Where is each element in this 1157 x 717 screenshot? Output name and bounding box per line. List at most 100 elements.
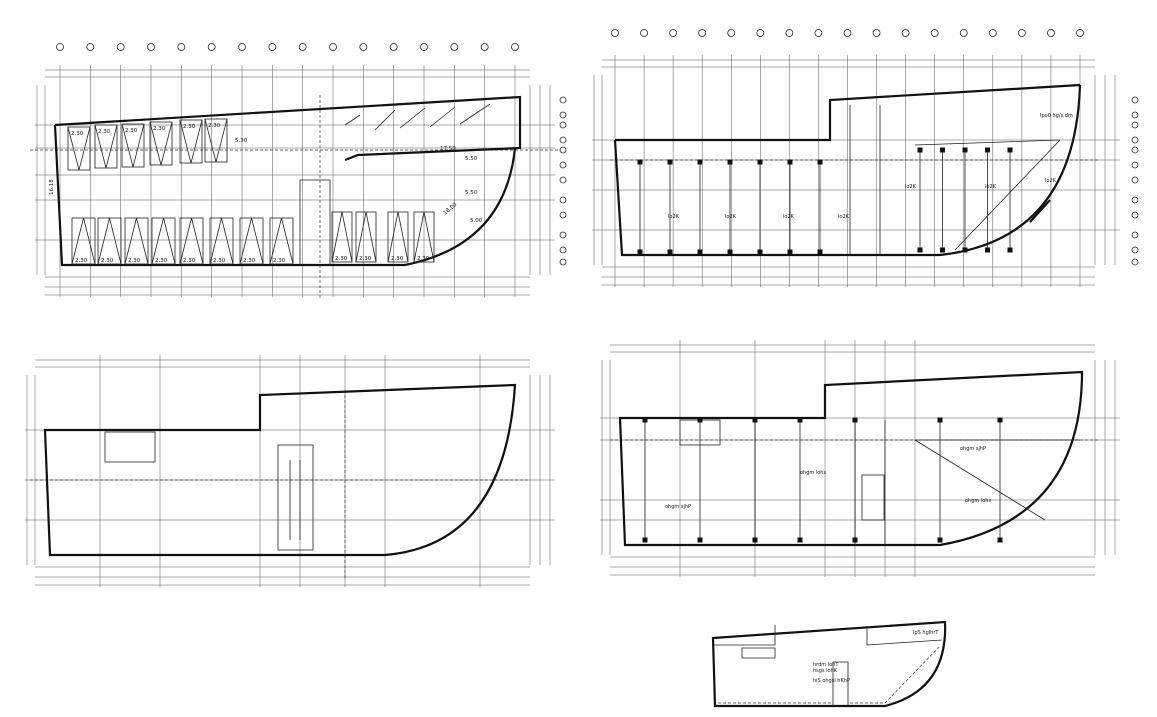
grid-axis-bubble	[207, 43, 216, 51]
parking-dimension: 2.30	[208, 123, 221, 129]
grid-axis-bubble	[559, 161, 567, 169]
room-label: IpS hglhrT	[913, 630, 939, 636]
column	[637, 159, 643, 165]
column	[797, 417, 803, 423]
ramp-dim: 5.50	[465, 190, 478, 196]
grid-axis-bubble	[480, 43, 489, 51]
room-label: lo2K	[725, 214, 737, 220]
grid-axis-bubble	[872, 29, 881, 37]
column	[1007, 247, 1013, 253]
column	[917, 147, 923, 153]
grid-axis-bubble	[988, 29, 997, 37]
parking-stall	[387, 211, 409, 263]
parking-stall-marking	[151, 217, 176, 265]
grid-axis-bubble	[559, 258, 567, 266]
parking-stall-marking	[67, 126, 91, 171]
grid-axis-bubble	[238, 43, 246, 51]
room-label: lo2K	[905, 184, 917, 190]
parking-stall-marking	[124, 217, 149, 265]
room-label: lo2K	[838, 214, 850, 220]
parking-dimension: 2.30	[125, 128, 138, 134]
room-label: ohgm sjhP	[665, 504, 691, 510]
column	[1007, 147, 1013, 153]
grid-axis-bubble	[1131, 196, 1139, 204]
grid-axis-bubble	[1047, 29, 1055, 37]
plan-roof	[43, 383, 517, 557]
grid-lines	[25, 55, 1120, 587]
room-label: ohgm lohs	[965, 498, 991, 504]
grid-axis-bubble	[611, 29, 619, 37]
grid-axis-bubble	[930, 29, 939, 37]
parking-dimension: 2.30	[359, 256, 372, 262]
parking-dimension: 2.30	[128, 258, 141, 264]
grid-axis-bubble	[1131, 111, 1139, 119]
grid-axis-bubble	[1131, 246, 1139, 254]
parking-dimension: 2.30	[183, 124, 196, 130]
column	[817, 159, 823, 165]
grid-axis-bubble	[559, 196, 567, 204]
grid-axis-bubble	[785, 29, 794, 37]
grid-axis-bubble	[1131, 146, 1139, 154]
grid-axis-bubble	[389, 43, 398, 51]
column	[962, 247, 968, 253]
grid-axis-bubble	[1131, 176, 1139, 184]
grid-axis-bubble	[298, 43, 307, 51]
plan-small-roof	[711, 620, 947, 708]
grid-axis-bubble	[268, 43, 277, 51]
parking-stall-marking	[239, 217, 264, 265]
column	[697, 537, 703, 543]
column	[642, 417, 648, 423]
grid-axis-bubble	[1131, 121, 1139, 129]
grid-axis-bubble	[698, 29, 707, 37]
parking-dimension: 2.30	[213, 258, 226, 264]
parking-dimension: 2.30	[273, 258, 286, 264]
column	[797, 537, 803, 543]
ramp-dim: 5.30	[235, 138, 248, 144]
column	[697, 249, 703, 255]
parking-dimension: 2.30	[98, 129, 111, 135]
room-label: lo2K	[783, 214, 795, 220]
grid-axis-bubble	[640, 29, 648, 37]
column	[852, 537, 858, 543]
grid-axis-bubble	[559, 146, 567, 154]
column	[937, 417, 943, 423]
room-label: hrdm lohT	[813, 662, 839, 668]
grid-axis-bubble	[450, 43, 459, 51]
plan-upper-floor	[618, 370, 1084, 547]
parking-stall-marking	[413, 211, 435, 263]
ramp-dim: 18.00	[442, 201, 458, 216]
grid-axis-bubble	[147, 43, 155, 51]
parking-dimension: 2.30	[75, 258, 88, 264]
grid-axis-bubbles	[56, 29, 1139, 266]
drawing-labels: 5.30 17.50 5.50 5.50 18.00 5.00 16.18 Ip…	[49, 113, 1073, 684]
column	[727, 249, 733, 255]
grid-axis-bubble	[177, 43, 186, 51]
column	[985, 147, 990, 153]
parking-stall-marking	[121, 123, 145, 168]
grid-axis-bubble	[359, 43, 368, 51]
grid-axis-bubble	[56, 43, 64, 51]
column	[940, 247, 945, 253]
parking-stall	[331, 211, 353, 263]
ramp-dim: 5.00	[470, 218, 483, 224]
grid-axis-bubble	[814, 29, 823, 37]
parking-stall-marking	[269, 217, 294, 265]
column	[937, 537, 943, 543]
room-label: ohgm sjhP	[960, 446, 986, 452]
grid-axis-bubble	[756, 29, 765, 37]
room-label: lo2K	[985, 184, 997, 190]
grid-axis-bubble	[1131, 258, 1139, 266]
room-label: Ipo0 hg/s.dm	[1040, 113, 1073, 119]
column	[940, 147, 945, 153]
grid-axis-bubble	[959, 29, 968, 37]
parking-dimension: 2.30	[243, 258, 256, 264]
column	[697, 417, 703, 423]
column	[667, 249, 673, 255]
column	[727, 159, 733, 165]
plan-basement-parking: 2.30 2.30 2.30 2.30 2.30 2.30 2.30 2.30 2.30 2.30…	[53, 95, 522, 267]
parking-dimension: 2.30	[335, 256, 348, 262]
grid-axis-bubble	[727, 29, 736, 37]
grid-axis-bubble	[559, 96, 567, 104]
grid-axis-bubble	[1131, 96, 1139, 104]
